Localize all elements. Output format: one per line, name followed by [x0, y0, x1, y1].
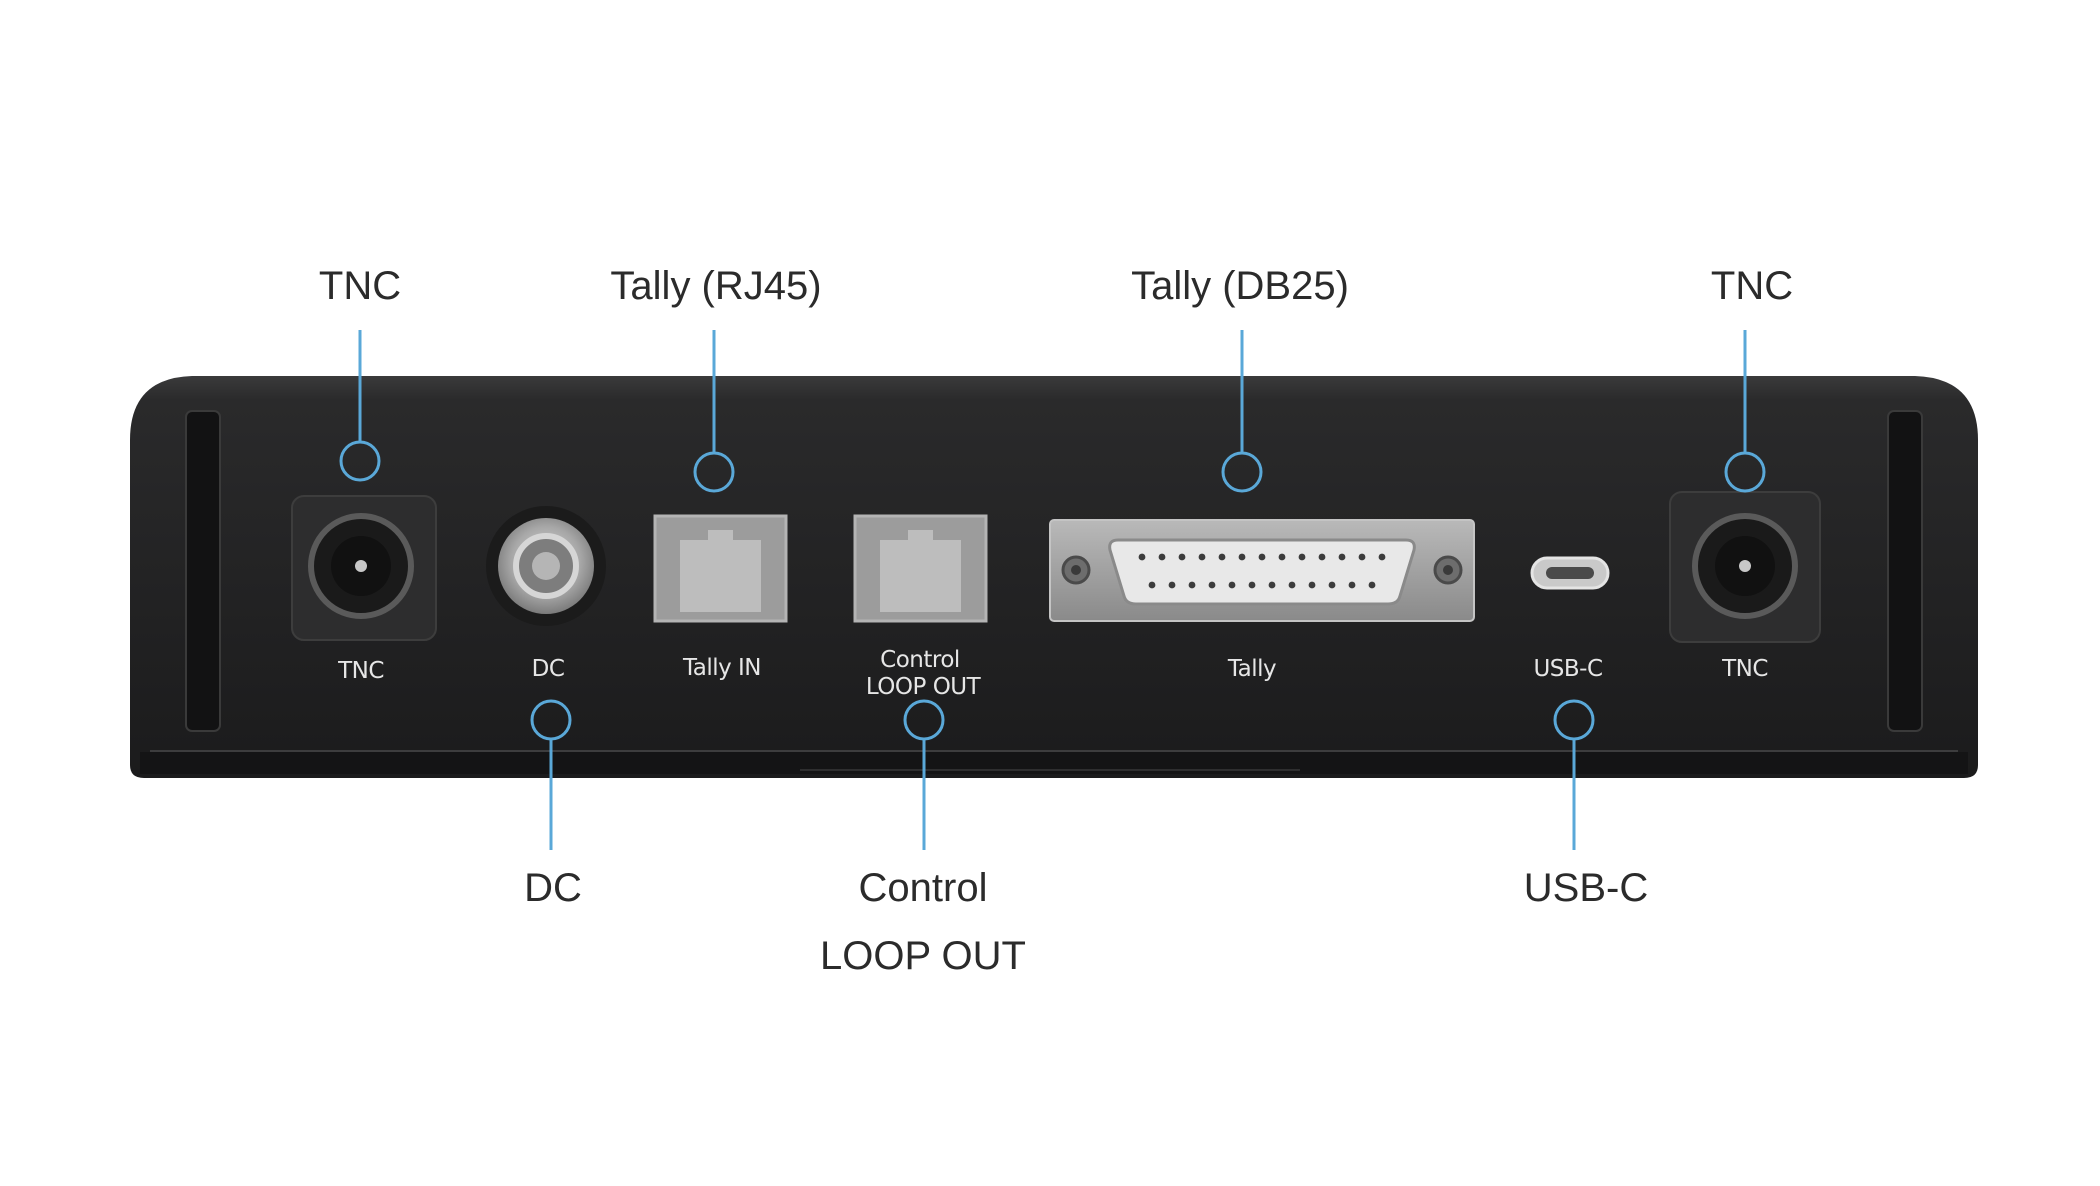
port-label-tally-in: Tally IN — [682, 655, 761, 681]
db25-pin-hole — [1368, 581, 1376, 589]
db25-pin-hole — [1188, 581, 1196, 589]
callout-label-tnc-right: TNC — [1710, 264, 1794, 308]
db25-pin-hole — [1278, 553, 1286, 561]
callout-label-control: Control — [858, 866, 988, 910]
callout-label-dc: DC — [524, 866, 582, 910]
rj45-tally-in-port — [653, 514, 788, 623]
callout-tnc-right-leader — [1724, 330, 1766, 493]
db25-pin-hole — [1308, 581, 1316, 589]
tnc-right-connector — [1669, 491, 1821, 643]
port-label-usb-c: USB-C — [1533, 656, 1602, 682]
db25-pin-hole — [1358, 553, 1366, 561]
port-label-dc: DC — [532, 656, 565, 682]
db25-pin-hole — [1258, 553, 1266, 561]
rj45-control-loop-out-port — [853, 514, 988, 623]
left-rail — [185, 410, 221, 732]
db25-connector — [1049, 519, 1475, 622]
db25-pin-hole — [1268, 581, 1276, 589]
db25-pin-hole — [1348, 581, 1356, 589]
db25-pin-hole — [1198, 553, 1206, 561]
callout-label-tnc-left: TNC — [318, 264, 402, 308]
callout-usb-c-leader — [1553, 699, 1595, 850]
db25-pin-hole — [1248, 581, 1256, 589]
port-label-loop-out: LOOP OUT — [866, 674, 982, 700]
db25-pin-hole — [1238, 553, 1246, 561]
callout-dc-leader — [530, 699, 572, 850]
db25-pin-hole — [1148, 581, 1156, 589]
db25-pin-hole — [1328, 581, 1336, 589]
port-label-control: Control — [880, 647, 960, 673]
db25-pin-hole — [1138, 553, 1146, 561]
callout-tnc-left-leader — [339, 330, 381, 482]
callout-label-tally-rj45: Tally (RJ45) — [610, 264, 822, 308]
callout-label-loop-out: LOOP OUT — [820, 934, 1026, 978]
db25-pin-hole — [1208, 581, 1216, 589]
db25-pin-hole — [1298, 553, 1306, 561]
callout-tally-rj45-leader — [693, 330, 735, 493]
port-label-tnc-left: TNC — [337, 658, 384, 684]
callout-tally-db25-leader — [1221, 330, 1263, 493]
db25-pin-hole — [1158, 553, 1166, 561]
db25-pin-hole — [1338, 553, 1346, 561]
callout-label-usb-c: USB-C — [1523, 866, 1649, 910]
callout-control-loop-out-leader — [903, 699, 945, 850]
right-rail — [1887, 410, 1923, 732]
db25-pin-hole — [1288, 581, 1296, 589]
dc-connector — [486, 506, 606, 626]
db25-pin-hole — [1378, 553, 1386, 561]
callout-label-tally-db25: Tally (DB25) — [1131, 264, 1349, 308]
db25-pin-hole — [1228, 581, 1236, 589]
db25-pin-hole — [1318, 553, 1326, 561]
tnc-left-connector — [291, 495, 437, 641]
db25-pins — [1138, 553, 1386, 589]
db25-pin-hole — [1168, 581, 1176, 589]
db25-pin-hole — [1178, 553, 1186, 561]
db25-pin-hole — [1218, 553, 1226, 561]
port-label-tnc-right: TNC — [1721, 656, 1768, 682]
port-label-tally: Tally — [1227, 656, 1276, 682]
usb-c-port — [1530, 556, 1610, 590]
